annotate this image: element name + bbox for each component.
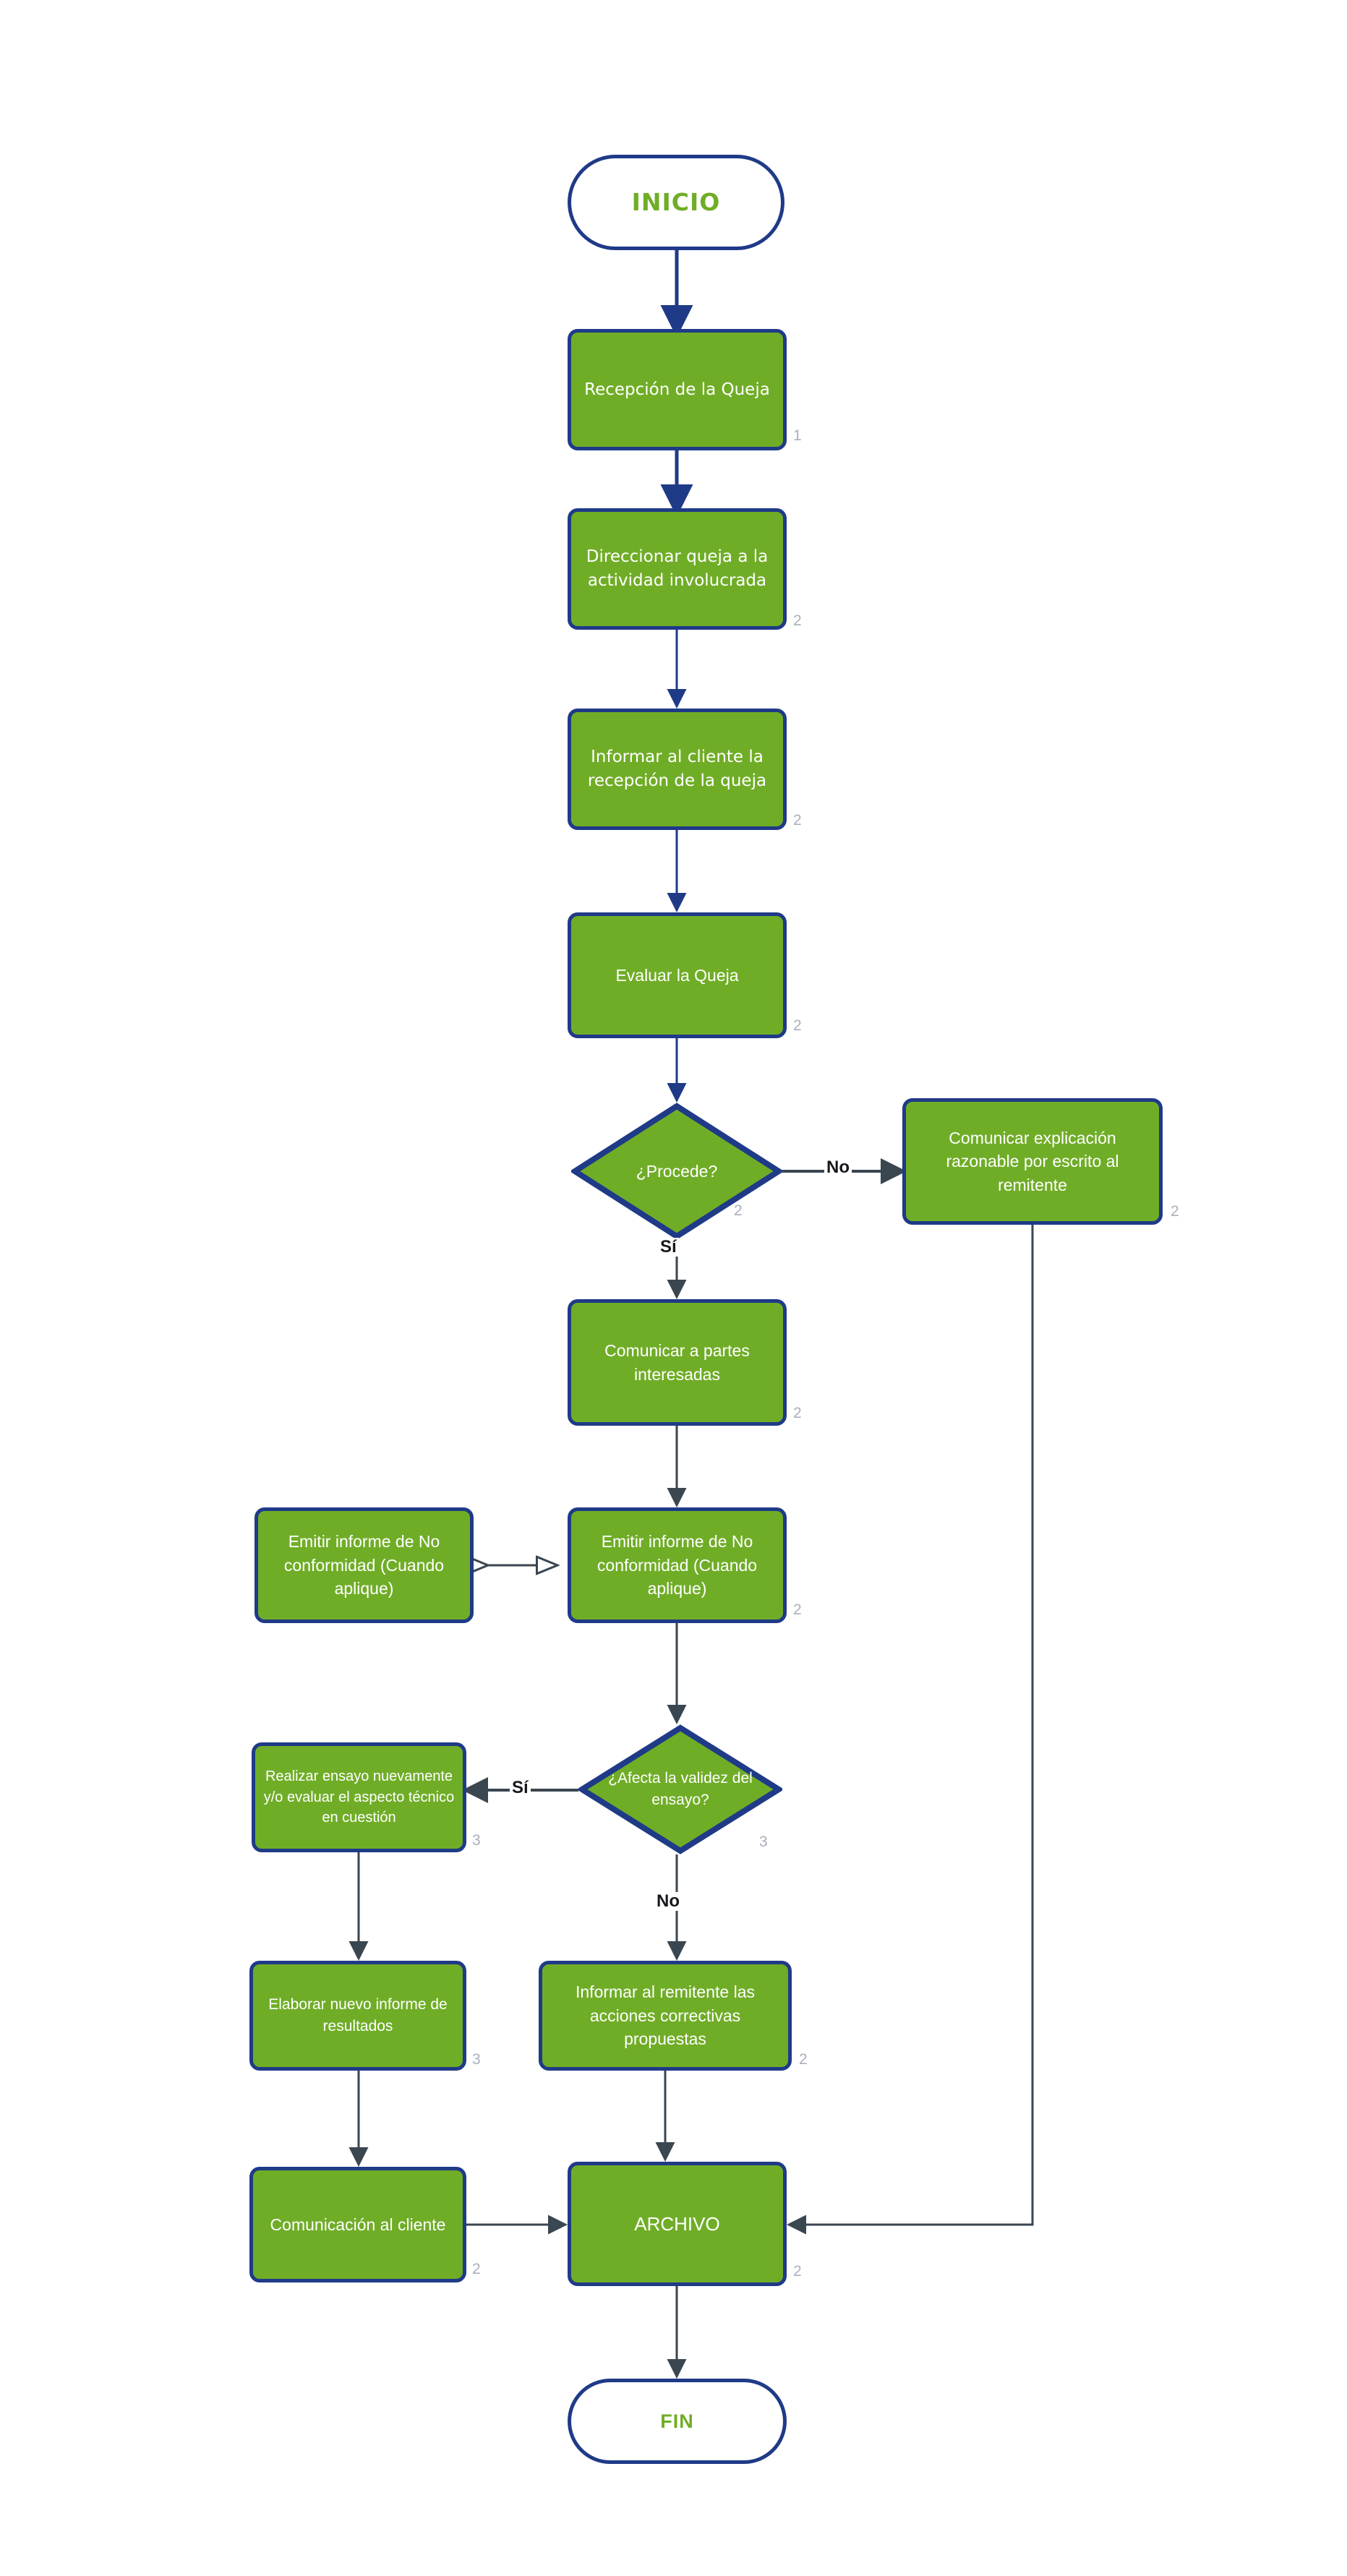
badge-comunicar-explicacion-text: 2 <box>1171 1203 1179 1220</box>
badge-comunicacion-cliente-text: 2 <box>472 2261 481 2277</box>
badge-direccionar-text: 2 <box>793 612 802 629</box>
badge-recepcion-text: 1 <box>793 427 802 444</box>
badge-informar-recepcion: 2 <box>793 813 802 828</box>
node-archivo[interactable]: ARCHIVO <box>568 2162 787 2286</box>
badge-emitir-informe-derecha: 2 <box>793 1602 802 1617</box>
edge-label-si-procede-text: Sí <box>660 1237 677 1257</box>
node-comunicar-explicacion[interactable]: Comunicar explicación razonable por escr… <box>902 1098 1163 1225</box>
node-evaluar-label: Evaluar la Queja <box>615 965 739 985</box>
badge-informar-recepcion-text: 2 <box>793 812 802 829</box>
diamond-shape-afecta <box>578 1724 782 1854</box>
badge-evaluar: 2 <box>793 1018 802 1033</box>
badge-comunicar-partes: 2 <box>793 1405 802 1421</box>
edge-label-no-afecta-text: No <box>657 1891 680 1911</box>
node-realizar-ensayo-label: Realizar ensayo nuevamente y/o evaluar e… <box>263 1768 455 1826</box>
badge-archivo-text: 2 <box>793 2263 802 2280</box>
node-archivo-label: ARCHIVO <box>634 2212 720 2235</box>
badge-realizar-ensayo: 3 <box>472 1833 481 1848</box>
edge-label-si-procede: Sí <box>658 1238 679 1257</box>
node-elaborar-informe-label: Elaborar nuevo informe de resultados <box>268 1996 448 2034</box>
badge-comunicacion-cliente: 2 <box>472 2262 481 2277</box>
node-informar-recepcion[interactable]: Informar al cliente la recepción de la q… <box>568 709 787 830</box>
node-emitir-informe-derecha[interactable]: Emitir informe de No conformidad (Cuando… <box>568 1507 787 1623</box>
node-direccionar-label: Direccionar queja a la actividad involuc… <box>586 547 769 590</box>
node-fin-label: FIN <box>660 2410 694 2432</box>
badge-elaborar-informe: 3 <box>472 2052 481 2067</box>
edge-label-si-afecta-text: Sí <box>512 1778 529 1797</box>
badge-elaborar-informe-text: 3 <box>472 2051 481 2068</box>
edge-label-no-procede-text: No <box>826 1158 850 1177</box>
badge-evaluar-text: 2 <box>793 1017 802 1034</box>
edge-comunicarexp-archivo <box>787 1225 1034 2235</box>
node-elaborar-nuevo-informe[interactable]: Elaborar nuevo informe de resultados <box>249 1961 466 2071</box>
badge-afecta-text: 3 <box>759 1833 768 1850</box>
node-realizar-ensayo[interactable]: Realizar ensayo nuevamente y/o evaluar e… <box>252 1742 466 1852</box>
node-inicio[interactable]: INICIO <box>568 155 784 250</box>
badge-comunicar-explicacion: 2 <box>1171 1204 1179 1219</box>
node-informar-acciones-correctivas[interactable]: Informar al remitente las acciones corre… <box>539 1961 792 2071</box>
edge-label-no-afecta: No <box>654 1892 682 1911</box>
edge-label-no-procede: No <box>824 1158 852 1177</box>
node-comunicar-explicacion-label: Comunicar explicación razonable por escr… <box>946 1128 1119 1194</box>
badge-procede-text: 2 <box>734 1202 743 1219</box>
badge-procede: 2 <box>734 1203 743 1218</box>
node-decision-afecta-validez[interactable]: ¿Afecta la validez del ensayo? <box>578 1724 782 1854</box>
node-emitir-informe-izquierda[interactable]: Emitir informe de No conformidad (Cuando… <box>255 1507 474 1623</box>
node-fin[interactable]: FIN <box>568 2379 787 2464</box>
node-inicio-label: INICIO <box>631 187 721 216</box>
node-recepcion-label: Recepción de la Queja <box>584 380 770 399</box>
edge-label-si-afecta: Sí <box>510 1779 531 1797</box>
node-evaluar-la-queja[interactable]: Evaluar la Queja <box>568 912 787 1038</box>
node-comunicar-partes-label: Comunicar a partes interesadas <box>604 1340 750 1384</box>
badge-direccionar: 2 <box>793 613 802 628</box>
badge-informar-acciones-text: 2 <box>799 2051 808 2068</box>
node-informar-acciones-label: Informar al remitente las acciones corre… <box>576 1982 755 2049</box>
badge-emitir-informe-derecha-text: 2 <box>793 1601 802 1618</box>
badge-informar-acciones: 2 <box>799 2052 808 2067</box>
badge-comunicar-partes-text: 2 <box>793 1405 802 1421</box>
node-recepcion-de-la-queja[interactable]: Recepción de la Queja <box>568 329 787 450</box>
node-comunicacion-al-cliente[interactable]: Comunicación al cliente <box>249 2167 466 2282</box>
node-informar-recepcion-label: Informar al cliente la recepción de la q… <box>587 748 767 790</box>
badge-afecta: 3 <box>759 1834 768 1849</box>
node-comunicacion-cliente-label: Comunicación al cliente <box>270 2215 446 2234</box>
badge-realizar-ensayo-text: 3 <box>472 1832 481 1849</box>
diamond-shape-procede <box>571 1103 782 1240</box>
node-direccionar-queja[interactable]: Direccionar queja a la actividad involuc… <box>568 508 787 630</box>
badge-archivo: 2 <box>793 2264 802 2279</box>
node-emitir-informe-izquierda-label: Emitir informe de No conformidad (Cuando… <box>283 1532 445 1599</box>
node-decision-procede[interactable]: ¿Procede? <box>571 1103 782 1240</box>
node-emitir-informe-derecha-label: Emitir informe de No conformidad (Cuando… <box>596 1532 758 1599</box>
node-comunicar-partes-interesadas[interactable]: Comunicar a partes interesadas <box>568 1299 787 1426</box>
badge-recepcion: 1 <box>793 428 802 443</box>
